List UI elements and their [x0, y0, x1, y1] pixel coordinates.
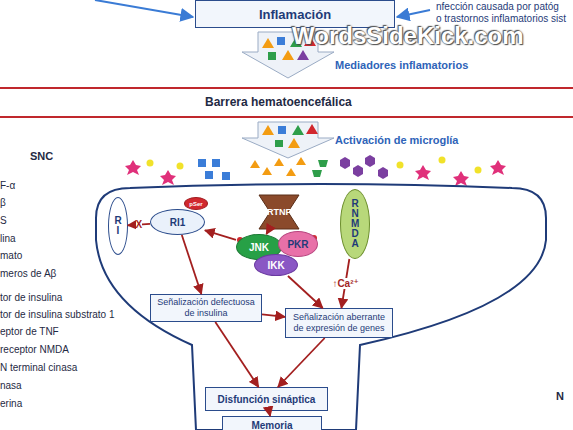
process-box: Señalización defectuosa de insulina — [150, 294, 262, 322]
arrow-connector — [205, 230, 236, 240]
edge-label: X — [136, 219, 143, 230]
arrow-connector — [262, 314, 285, 317]
node-text: JNK — [249, 242, 269, 253]
arrow-connector — [182, 235, 202, 294]
text-label: S — [0, 215, 7, 226]
node-text: Señalización defectuosa de insulina — [154, 297, 258, 319]
receptor-body — [259, 195, 299, 229]
mediator-symbols — [262, 36, 318, 148]
node-text: Inflamación — [259, 9, 331, 20]
kinase-oval: PKR — [278, 231, 318, 257]
receptor-oval: RNMDA — [340, 189, 370, 259]
text-label: tor de insulina substrato 1 — [0, 309, 115, 320]
receptor-symbol: RTNF — [256, 193, 302, 231]
text-label: tor de insulina — [0, 292, 62, 303]
text-label: F-α — [0, 180, 15, 191]
text-label: Activación de microglía — [335, 134, 458, 146]
text-label: Mediadores inflamatorios — [335, 59, 468, 71]
arrow-connector — [269, 411, 270, 416]
text-label: β — [0, 197, 6, 208]
text-label: lina — [0, 233, 16, 244]
text-label: eptor de TNF — [0, 326, 59, 337]
arrow-connector — [288, 276, 323, 308]
node-text: PKR — [287, 239, 308, 250]
process-box: Memoria — [222, 416, 322, 430]
node-text: RI — [114, 216, 122, 236]
node-text: Memoria — [251, 420, 292, 430]
arrow-connector — [266, 231, 268, 234]
text-label: mato — [0, 250, 22, 261]
arrow-connector — [278, 338, 325, 387]
node-text: Señalización aberrante de expresión de g… — [289, 312, 389, 334]
process-box: Señalización aberrante de expresión de g… — [285, 308, 393, 338]
text-label: N terminal cinasa — [0, 362, 77, 373]
text-label: N — [556, 390, 564, 402]
text-label: SNC — [30, 150, 53, 162]
barrier-lines — [0, 88, 573, 117]
protein-oval: RI1 — [150, 209, 205, 235]
phospho-oval: pSer — [184, 197, 208, 210]
cytokine-symbols — [125, 155, 506, 186]
node-text: IKK — [267, 260, 284, 271]
text-label: nasa — [0, 380, 22, 391]
arrow-connector — [215, 322, 258, 387]
receptor-oval: RI — [108, 197, 128, 255]
text-label: nfección causada por patóg — [436, 1, 559, 12]
watermark: WordsSideKick.com — [292, 22, 524, 50]
process-box: Disfunción sináptica — [205, 387, 328, 411]
text-label: Barrera hematoencefálica — [205, 95, 352, 109]
node-text: RNMDA — [351, 199, 359, 249]
node-text: RTNF — [267, 207, 291, 217]
text-label: meros de Aβ — [0, 268, 56, 279]
node-text: pSer — [189, 201, 202, 207]
node-text: RI1 — [170, 217, 186, 228]
node-text: Disfunción sináptica — [218, 394, 316, 405]
neuron-outline — [96, 184, 546, 430]
edge-label: ↑Ca²⁺ — [332, 278, 358, 289]
kinase-oval: IKK — [254, 254, 298, 276]
text-label: receptor NMDA — [0, 344, 69, 355]
text-label: erina — [0, 398, 22, 409]
